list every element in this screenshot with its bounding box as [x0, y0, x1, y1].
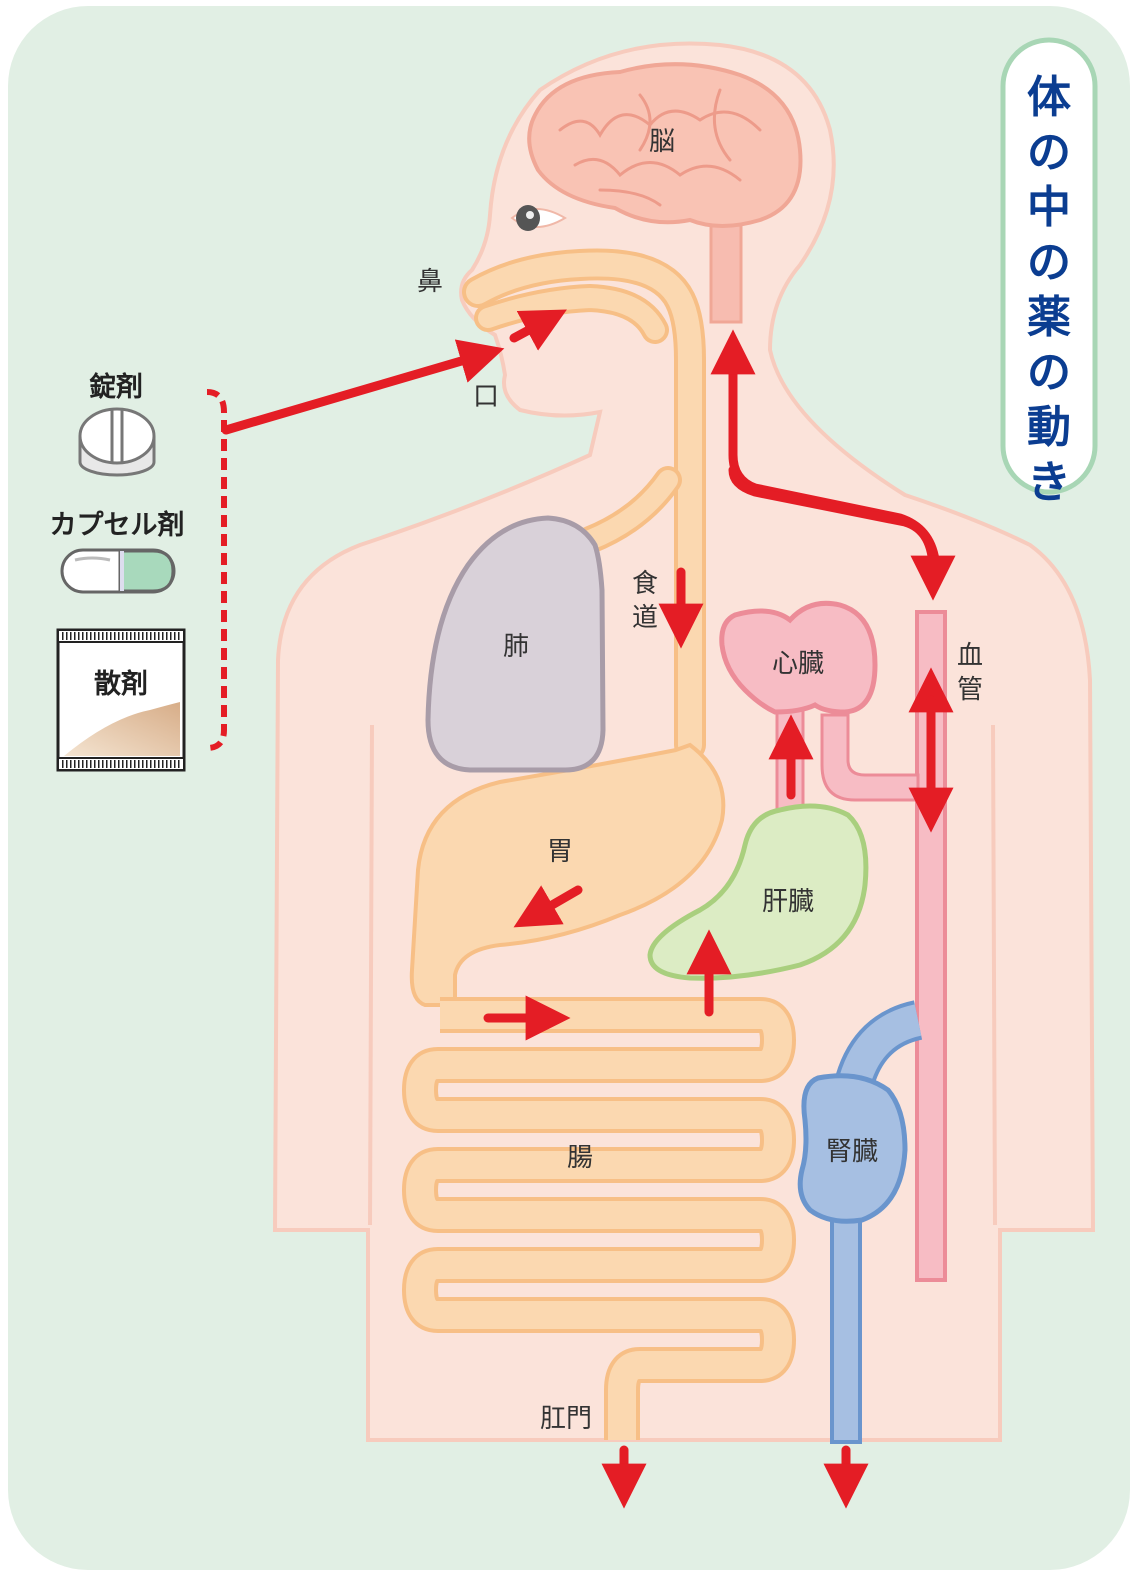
- right-arm-seam: [993, 725, 995, 1225]
- label-intestine: 腸: [567, 1143, 593, 1173]
- label-lung: 肺: [503, 632, 529, 662]
- label-nose: 鼻: [417, 267, 443, 297]
- label-powder: 散剤: [94, 668, 148, 700]
- left-arm-seam: [370, 725, 372, 1225]
- label-brain: 脳: [649, 127, 675, 157]
- tablet-icon: [80, 409, 154, 475]
- label-anus: 肛門: [540, 1404, 592, 1434]
- label-liver: 肝臓: [762, 887, 814, 917]
- label-kidney: 腎臓: [826, 1137, 878, 1167]
- label-mouth: 口: [473, 382, 499, 412]
- label-capsule: カプセル剤: [50, 509, 185, 541]
- label-tablet: 錠剤: [89, 371, 143, 403]
- label-stomach: 胃: [547, 837, 573, 867]
- powder-packet-icon: [58, 630, 184, 770]
- label-heart: 心臓: [772, 649, 824, 679]
- capsule-icon: [62, 550, 174, 592]
